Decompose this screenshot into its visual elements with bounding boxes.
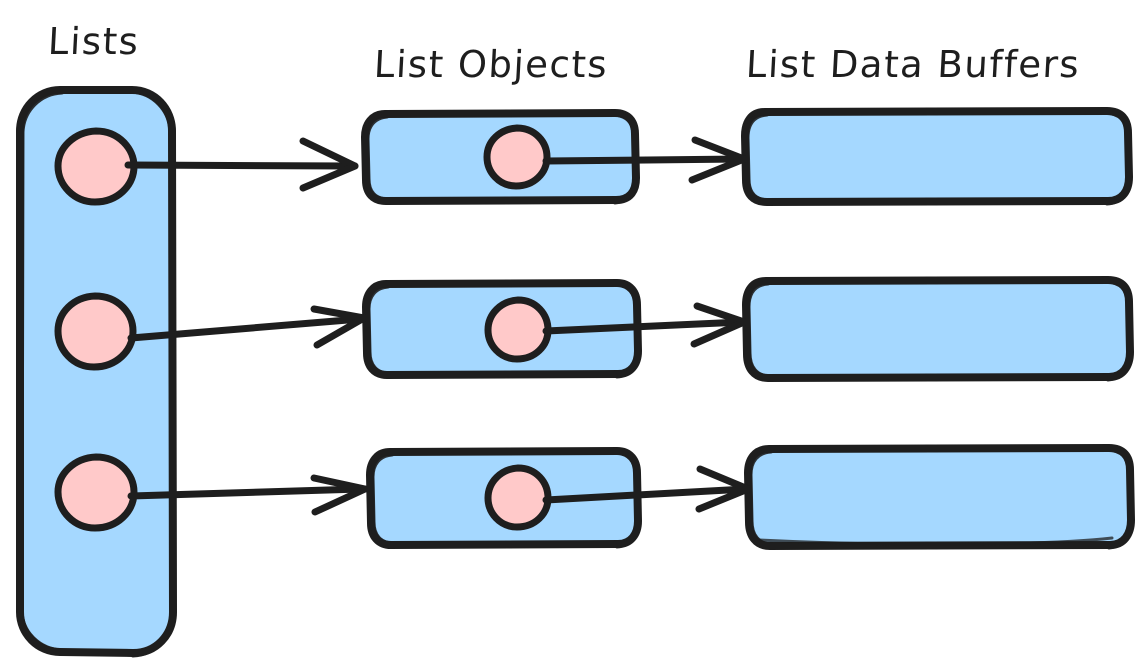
- column-title-lists: Lists: [46, 20, 141, 63]
- list-data-buffer-box-1[interactable]: [742, 276, 1134, 382]
- arrow-lists-0-to-object-0: [124, 137, 359, 192]
- lists-slot-0-pointer-circle[interactable]: [54, 127, 138, 206]
- arrow-object-2-to-buffer-2: [542, 465, 752, 513]
- lists-slot-2-pointer-circle[interactable]: [54, 453, 138, 532]
- list-data-buffer-box-2[interactable]: [744, 444, 1135, 550]
- arrow-object-0-to-buffer-0: [542, 136, 748, 184]
- lists-slot-1-pointer-circle[interactable]: [54, 292, 137, 371]
- lists-container-sketch-overlay: [18, 88, 176, 658]
- list-object-0-pointer-circle[interactable]: [483, 124, 551, 190]
- list-object-1-pointer-circle[interactable]: [484, 296, 552, 363]
- lists-container: [16, 86, 177, 658]
- list-object-2-pointer-circle[interactable]: [484, 464, 552, 531]
- arrow-lists-1-to-object-1: [127, 305, 368, 349]
- arrow-object-1-to-buffer-1: [542, 302, 748, 348]
- column-title-list-data-buffers: List Data Buffers: [744, 43, 1082, 86]
- list-data-buffer-box-0[interactable]: [741, 107, 1133, 206]
- column-title-list-objects: List Objects: [372, 43, 610, 86]
- arrow-lists-2-to-object-2: [127, 474, 369, 516]
